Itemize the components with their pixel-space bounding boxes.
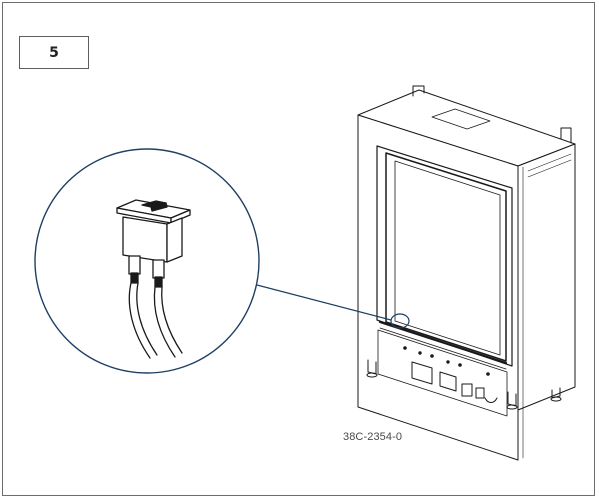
step-number-box: 5	[19, 36, 89, 69]
step-number: 5	[49, 44, 59, 61]
switch-detail-callout	[34, 148, 260, 374]
page-frame	[2, 2, 595, 496]
callout-leader-line	[256, 284, 392, 321]
rocker-switch	[116, 199, 191, 288]
switch-wires	[128, 282, 183, 359]
figure-code: 38C-2354-0	[343, 431, 403, 443]
fireplace-unit	[357, 85, 576, 461]
